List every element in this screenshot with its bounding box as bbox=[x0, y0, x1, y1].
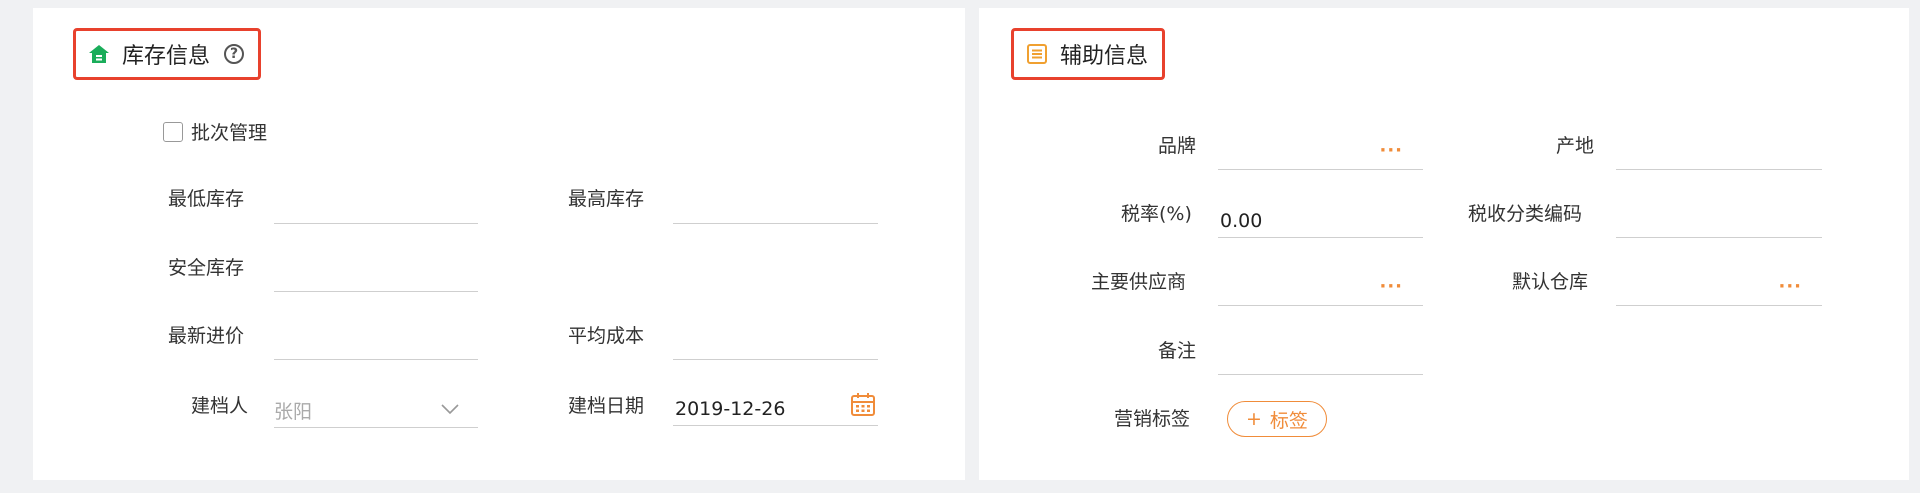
tax-rate-label: 税率(%) bbox=[1121, 203, 1192, 225]
inventory-title-text: 库存信息 bbox=[122, 44, 211, 69]
safety-stock-label: 安全库存 bbox=[168, 257, 245, 279]
more-icon[interactable]: ··· bbox=[1379, 140, 1403, 161]
more-icon[interactable]: ··· bbox=[1379, 276, 1403, 297]
min-stock-field[interactable] bbox=[274, 190, 478, 224]
home-icon bbox=[88, 43, 110, 65]
creator-select[interactable]: 张阳 bbox=[274, 394, 478, 428]
min-stock-input[interactable] bbox=[274, 195, 478, 218]
safety-stock-field[interactable] bbox=[274, 258, 478, 292]
more-icon[interactable]: ··· bbox=[1778, 276, 1802, 297]
avg-cost-field[interactable] bbox=[673, 326, 878, 360]
add-tag-button[interactable]: + 标签 bbox=[1227, 401, 1327, 437]
brand-field[interactable]: ··· bbox=[1218, 136, 1423, 170]
remark-field[interactable] bbox=[1218, 341, 1423, 375]
tax-rate-input[interactable] bbox=[1218, 209, 1423, 232]
batch-label: 批次管理 bbox=[191, 122, 268, 144]
safety-stock-input[interactable] bbox=[274, 263, 478, 286]
avg-cost-input[interactable] bbox=[673, 331, 878, 354]
max-stock-label: 最高库存 bbox=[568, 188, 645, 210]
supplier-label: 主要供应商 bbox=[1091, 271, 1187, 293]
created-date-label: 建档日期 bbox=[568, 395, 645, 417]
created-date-input[interactable] bbox=[673, 397, 878, 420]
remark-label: 备注 bbox=[1158, 340, 1197, 362]
origin-label: 产地 bbox=[1556, 135, 1595, 157]
tax-code-field[interactable] bbox=[1616, 204, 1822, 238]
latest-price-label: 最新进价 bbox=[168, 325, 245, 347]
origin-input[interactable] bbox=[1616, 141, 1822, 164]
batch-management[interactable]: 批次管理 bbox=[163, 118, 267, 145]
tax-code-input[interactable] bbox=[1616, 209, 1822, 232]
auxiliary-section-title: 辅助信息 bbox=[1011, 28, 1166, 80]
tax-code-label: 税收分类编码 bbox=[1468, 203, 1583, 225]
created-date-field[interactable] bbox=[673, 392, 878, 426]
latest-price-field[interactable] bbox=[274, 326, 478, 360]
brand-label: 品牌 bbox=[1158, 135, 1197, 157]
latest-price-input[interactable] bbox=[274, 331, 478, 354]
creator-value: 张阳 bbox=[274, 401, 313, 423]
chevron-down-icon[interactable] bbox=[440, 400, 460, 419]
plus-icon: + bbox=[1246, 408, 1262, 430]
warehouse-field[interactable]: ··· bbox=[1616, 272, 1822, 306]
warehouse-label: 默认仓库 bbox=[1512, 271, 1589, 293]
inventory-panel: 库存信息 ? 批次管理 最低库存 最高库存 安全库存 最新进价 平均成本 建档人… bbox=[33, 8, 965, 480]
auxiliary-panel: 辅助信息 品牌 ··· 产地 税率(%) 税收分类编码 主要供应商 ··· 默认… bbox=[979, 8, 1909, 480]
brand-input[interactable] bbox=[1218, 141, 1423, 164]
inventory-section-title: 库存信息 ? bbox=[73, 28, 262, 80]
auxiliary-title-text: 辅助信息 bbox=[1060, 44, 1149, 69]
origin-field[interactable] bbox=[1616, 136, 1822, 170]
add-tag-label: 标签 bbox=[1269, 409, 1308, 432]
avg-cost-label: 平均成本 bbox=[568, 325, 645, 347]
remark-input[interactable] bbox=[1218, 346, 1423, 369]
supplier-field[interactable]: ··· bbox=[1218, 272, 1423, 306]
list-icon bbox=[1026, 43, 1048, 65]
max-stock-input[interactable] bbox=[673, 195, 878, 218]
supplier-input[interactable] bbox=[1218, 277, 1423, 300]
max-stock-field[interactable] bbox=[673, 190, 878, 224]
marketing-tag-label: 营销标签 bbox=[1114, 408, 1191, 430]
help-icon[interactable]: ? bbox=[224, 44, 245, 64]
calendar-icon[interactable] bbox=[850, 392, 876, 422]
creator-label: 建档人 bbox=[191, 395, 249, 417]
tax-rate-field[interactable] bbox=[1218, 204, 1423, 238]
warehouse-input[interactable] bbox=[1616, 277, 1822, 300]
batch-checkbox[interactable] bbox=[163, 121, 183, 142]
min-stock-label: 最低库存 bbox=[168, 188, 245, 210]
